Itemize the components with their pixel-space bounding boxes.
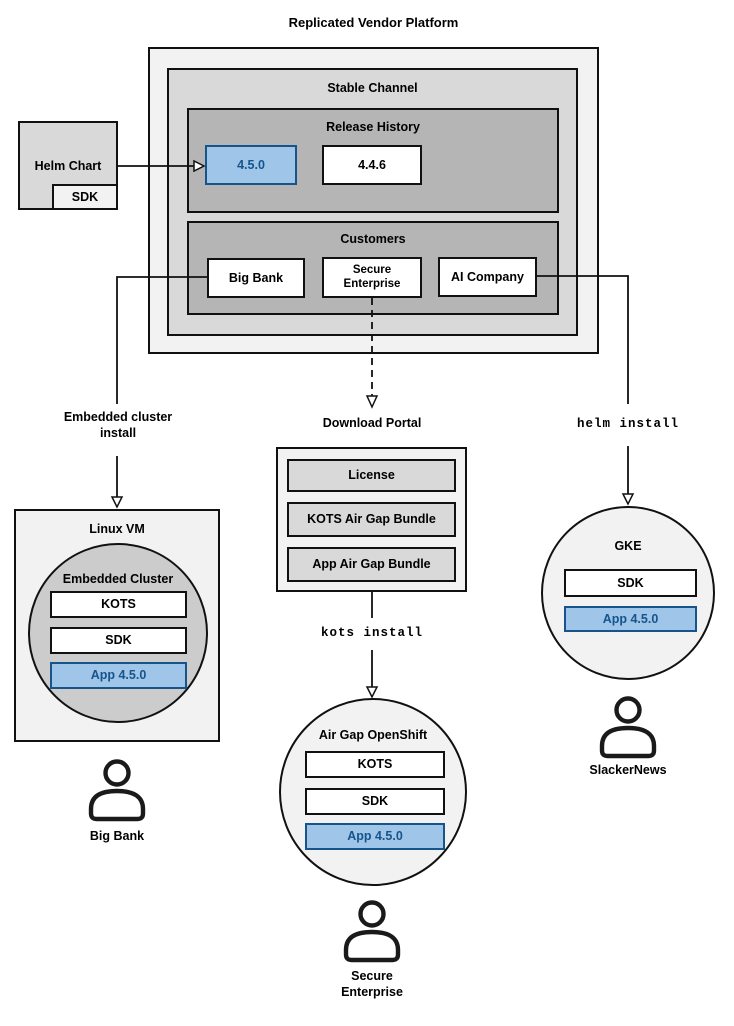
arrowhead-icon (621, 493, 635, 506)
arrowhead-icon (365, 686, 379, 699)
slackernews-persona-label: SlackerNews (589, 763, 667, 777)
helm-install-label: helm install (576, 417, 679, 431)
kots-install-flow-line (365, 592, 379, 699)
gke-app-box: App 4.5.0 (564, 606, 697, 632)
app-airgap-bundle-box: App Air Gap Bundle (287, 547, 456, 582)
gke-circle: GKE SDK App 4.5.0 (541, 506, 715, 680)
customers-label: Customers (340, 232, 406, 246)
helm-chart-label: Helm Chart (34, 159, 102, 173)
openshift-kots-box: KOTS (305, 751, 445, 778)
release-4-4-6-box: 4.4.6 (322, 145, 422, 185)
big-bank-person-icon (88, 759, 146, 822)
openshift-sdk-box: SDK (305, 788, 445, 815)
embedded-cluster-install-label: Embedded cluster install (63, 410, 173, 441)
helm-chart-box: Helm Chart SDK (18, 121, 118, 210)
embedded-cluster-label: Embedded Cluster (62, 572, 174, 586)
download-portal-label: Download Portal (322, 416, 422, 430)
airgap-openshift-label: Air Gap OpenShift (318, 728, 428, 742)
download-portal-box: License KOTS Air Gap Bundle App Air Gap … (276, 447, 467, 592)
diagram-title: Replicated Vendor Platform (288, 15, 459, 30)
license-box: License (287, 459, 456, 492)
kots-install-label: kots install (320, 626, 423, 640)
secure-enterprise-persona-label: Secure Enterprise (341, 969, 403, 1000)
linux-vm-sdk-box: SDK (50, 627, 187, 654)
arrowhead-icon (365, 395, 379, 409)
linux-vm-box: Linux VM Embedded Cluster KOTS SDK App 4… (14, 509, 220, 742)
helm-chart-sdk-box: SDK (52, 184, 118, 210)
gke-label: GKE (614, 539, 642, 553)
arrowhead-icon (110, 496, 124, 509)
linux-vm-label: Linux VM (89, 522, 145, 536)
stable-channel-label: Stable Channel (327, 81, 418, 95)
kots-airgap-bundle-box: KOTS Air Gap Bundle (287, 502, 456, 537)
secure-enterprise-person-icon (343, 900, 401, 963)
customer-ai-company-box: AI Company (438, 257, 537, 297)
airgap-openshift-circle: Air Gap OpenShift KOTS SDK App 4.5.0 (279, 698, 467, 886)
gke-sdk-box: SDK (564, 569, 697, 597)
openshift-app-box: App 4.5.0 (305, 823, 445, 850)
release-history-label: Release History (326, 120, 420, 134)
linux-vm-app-box: App 4.5.0 (50, 662, 187, 689)
release-4-5-0-box: 4.5.0 (205, 145, 297, 185)
big-bank-persona-label: Big Bank (89, 829, 145, 843)
customer-big-bank-box: Big Bank (207, 258, 305, 298)
customer-secure-enterprise-box: Secure Enterprise (322, 257, 422, 298)
slackernews-person-icon (599, 696, 657, 759)
linux-vm-kots-box: KOTS (50, 591, 187, 618)
